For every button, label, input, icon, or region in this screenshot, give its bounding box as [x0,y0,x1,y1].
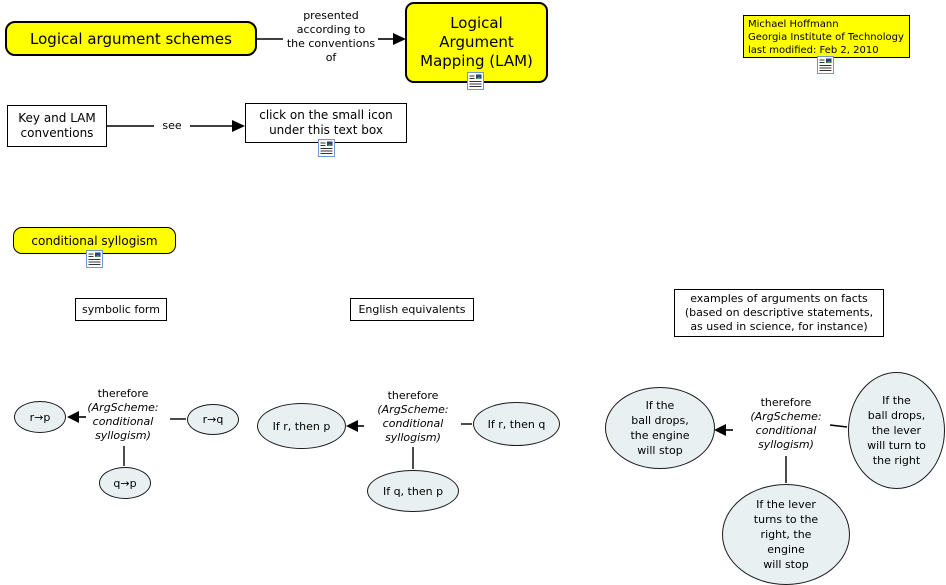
node-example-premise-bottom[interactable]: If the lever turns to the right, the eng… [722,484,850,585]
arrowhead-icon [714,424,726,436]
link-label-therefore-examples[interactable]: therefore (ArgScheme: conditional syllog… [733,396,839,452]
node-example-conclusion[interactable]: If the ball drops, the engine will stop [605,387,715,469]
node-english-premise-right[interactable]: If r, then q [473,402,560,446]
node-symbolic-premise-bottom[interactable]: q→p [99,467,151,499]
argscheme-text: (ArgScheme: conditional syllogism) [377,403,449,444]
node-symbolic-premise-right[interactable]: r→q [187,404,239,435]
node-label: If the ball drops, the lever will turn t… [867,394,926,467]
arrowhead-icon [346,420,358,432]
link-label-therefore-english[interactable]: therefore (ArgScheme: conditional syllog… [361,389,465,445]
node-label: conditional syllogism [31,233,158,248]
argscheme-text: (ArgScheme: conditional syllogism) [87,401,159,442]
node-key-and-lam-conventions[interactable]: Key and LAM conventions [7,105,107,147]
link-label-see[interactable]: see [154,118,190,133]
node-label: Key and LAM conventions [18,111,96,140]
node-example-premise-right[interactable]: If the ball drops, the lever will turn t… [848,372,945,489]
node-label: q→p [113,476,137,490]
node-header-symbolic-form[interactable]: symbolic form [75,298,167,321]
resource-icon[interactable] [467,72,484,90]
node-label: Logical Argument Mapping (LAM) [420,14,533,70]
arrowhead-icon [232,120,245,132]
therefore-text: therefore [387,389,439,402]
node-label: English equivalents [358,303,466,316]
node-logical-argument-schemes[interactable]: Logical argument schemes [5,21,257,56]
node-label: If the ball drops, the engine will stop [630,399,690,457]
node-label: Logical argument schemes [30,29,232,48]
node-logical-argument-mapping[interactable]: Logical Argument Mapping (LAM) [405,2,548,83]
node-click-small-icon[interactable]: click on the small icon under this text … [245,103,407,143]
link-label-presented[interactable]: presented according to the conventions o… [286,9,376,64]
argscheme-text: (ArgScheme: conditional syllogism) [750,410,822,451]
node-label: r→p [29,410,51,424]
node-english-premise-bottom[interactable]: If q, then p [367,470,459,512]
node-label: symbolic form [82,303,160,316]
node-label: If q, then p [382,484,444,498]
link-label-therefore-symbolic[interactable]: therefore (ArgScheme: conditional syllog… [77,387,169,443]
node-label: click on the small icon under this text … [259,108,393,137]
resource-icon[interactable] [817,56,834,74]
node-header-english-equivalents[interactable]: English equivalents [350,298,474,321]
therefore-text: therefore [97,387,149,400]
therefore-text: therefore [760,396,812,409]
node-label: examples of arguments on facts (based on… [684,292,874,333]
node-header-examples[interactable]: examples of arguments on facts (based on… [674,289,884,337]
node-symbolic-conclusion[interactable]: r→p [14,401,66,433]
node-english-conclusion[interactable]: If r, then p [257,403,346,449]
node-label: r→q [202,413,224,426]
node-label: If r, then q [487,417,546,431]
node-label: If the lever turns to the right, the eng… [753,498,819,571]
resource-icon[interactable] [318,139,335,157]
node-label: If r, then p [272,419,331,433]
resource-icon[interactable] [86,250,103,268]
node-author-info[interactable]: Michael Hoffmann Georgia Institute of Te… [743,15,910,58]
